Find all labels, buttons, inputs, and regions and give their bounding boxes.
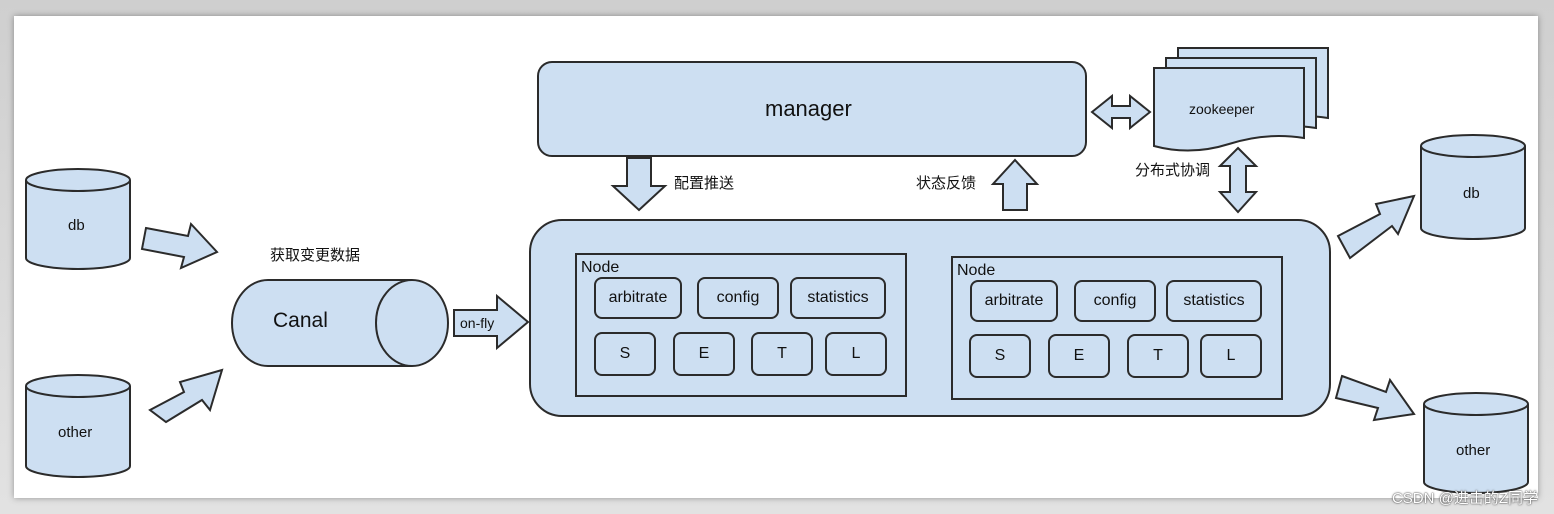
node1-statistics-box: statistics — [790, 277, 886, 319]
source-other-label: other — [58, 424, 93, 441]
canal-label: Canal — [273, 309, 328, 332]
arrow-on-fly — [453, 293, 530, 351]
on-fly-label: on-fly — [460, 315, 495, 331]
node-title: Node — [957, 262, 996, 279]
target-other-label: other — [1456, 442, 1491, 459]
source-other-cylinder — [25, 374, 131, 478]
arrow-zookeeper-nodes — [1217, 146, 1259, 214]
arrow-to-target-other — [1334, 374, 1416, 422]
config-push-label: 配置推送 — [674, 175, 735, 192]
arrow-other-to-canal — [148, 368, 224, 424]
node2-t-box: T — [1127, 334, 1189, 378]
node1-arbitrate-box: arbitrate — [594, 277, 682, 319]
zookeeper-label: zookeeper — [1189, 101, 1255, 117]
node1-config-box: config — [697, 277, 779, 319]
node2-e-box: E — [1048, 334, 1110, 378]
node1-e-box: E — [673, 332, 735, 376]
arrow-status-feedback — [990, 158, 1040, 211]
target-db-cylinder — [1420, 134, 1526, 240]
node1-t-box: T — [751, 332, 813, 376]
node2-config-box: config — [1074, 280, 1156, 322]
source-db-cylinder — [25, 168, 131, 270]
target-db-label: db — [1463, 185, 1480, 202]
node2-arbitrate-box: arbitrate — [970, 280, 1058, 322]
watermark: CSDN @进击的Z同学 — [1391, 490, 1538, 507]
arrow-to-target-db — [1336, 194, 1416, 260]
node-panel-2: Node — [951, 256, 1283, 400]
coordination-label: 分布式协调 — [1135, 162, 1211, 179]
node-title: Node — [581, 259, 620, 276]
target-other-cylinder — [1423, 392, 1529, 494]
zookeeper-docs — [1153, 47, 1329, 152]
node2-s-box: S — [969, 334, 1031, 378]
manager-box — [537, 61, 1087, 157]
source-db-label: db — [68, 217, 85, 234]
manager-label: manager — [765, 96, 852, 121]
arrow-config-push — [610, 157, 668, 212]
status-feedback-label: 状态反馈 — [916, 175, 977, 192]
canal-cylinder — [231, 279, 449, 367]
fetch-changes-label: 获取变更数据 — [270, 247, 361, 264]
arrow-db-to-canal — [140, 221, 219, 270]
node1-l-box: L — [825, 332, 887, 376]
node2-statistics-box: statistics — [1166, 280, 1262, 322]
node2-l-box: L — [1200, 334, 1262, 378]
node1-s-box: S — [594, 332, 656, 376]
arrow-manager-zookeeper — [1090, 93, 1152, 131]
